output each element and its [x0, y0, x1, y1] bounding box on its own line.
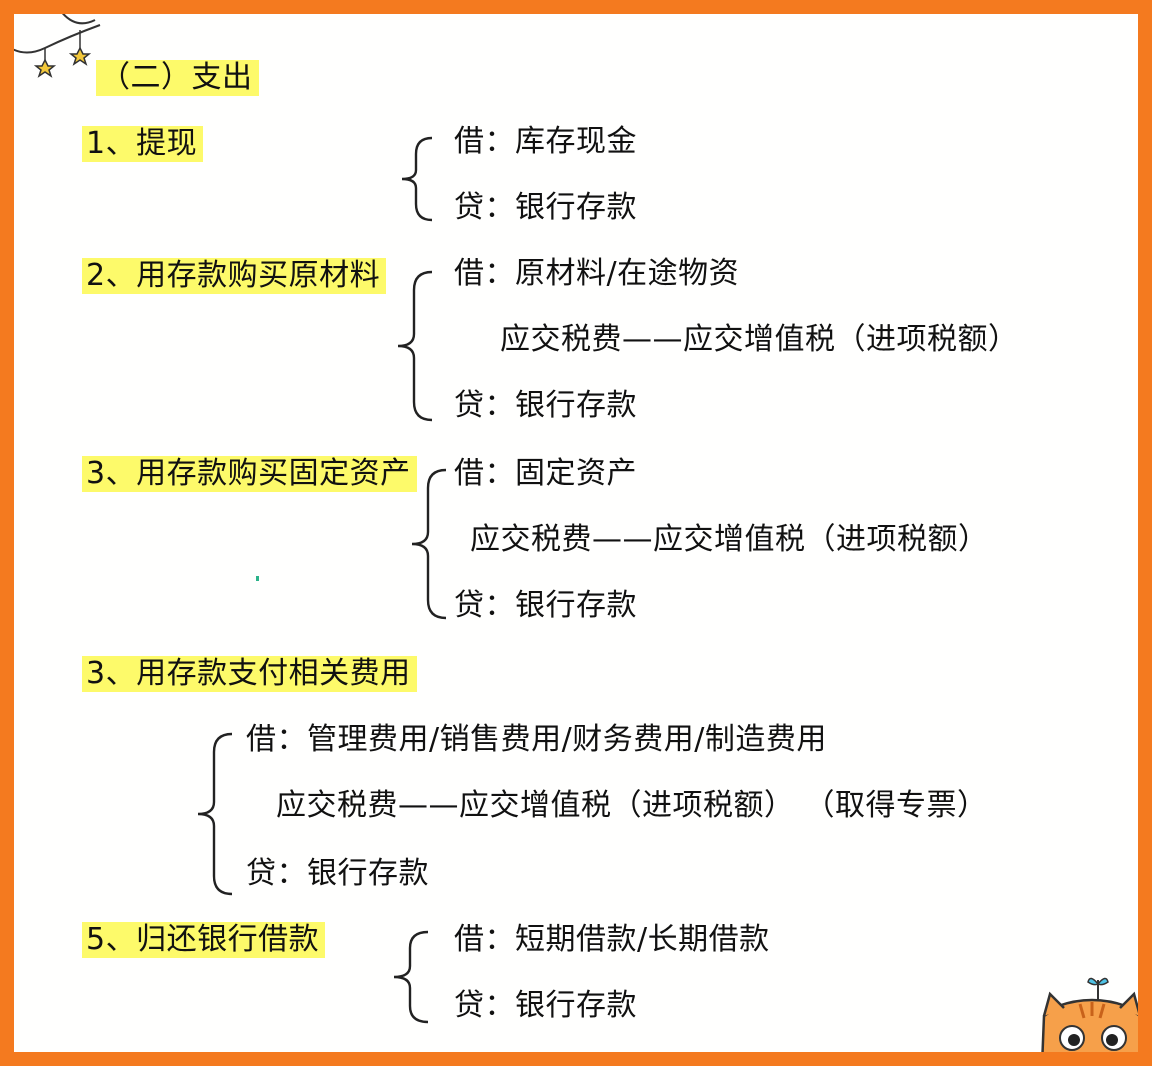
- brace-5: [393, 930, 429, 1024]
- item-heading-4: 3、用存款支付相关费用: [82, 656, 417, 692]
- item-5-line-2: 贷：银行存款: [454, 988, 637, 1023]
- brace-2: [397, 270, 433, 422]
- cat-mascot-icon: [1041, 977, 1138, 1052]
- brace-1: [401, 136, 433, 222]
- item-1-line-2: 贷：银行存款: [454, 190, 637, 225]
- star-garland-icon: [14, 14, 101, 78]
- brace-4: [197, 732, 233, 896]
- item-heading-1: 1、提现: [82, 126, 204, 162]
- brace-3: [411, 468, 447, 620]
- item-heading-2: 2、用存款购买原材料: [82, 258, 387, 294]
- item-1-line-1: 借：库存现金: [454, 124, 637, 159]
- section-title: （二）支出: [96, 60, 259, 96]
- item-3-line-3: 贷：银行存款: [454, 588, 637, 623]
- item-4-line-2: 应交税费——应交增值税（进项税额） （取得专票）: [276, 788, 988, 823]
- item-2-line-3: 贷：银行存款: [454, 388, 637, 423]
- item-heading-3: 3、用存款购买固定资产: [82, 456, 417, 492]
- item-heading-5: 5、归还银行借款: [82, 922, 326, 958]
- item-3-line-2: 应交税费——应交增值税（进项税额）: [470, 522, 989, 557]
- item-2-line-2: 应交税费——应交增值税（进项税额）: [500, 322, 1019, 357]
- item-2-line-1: 借：原材料/在途物资: [454, 256, 740, 291]
- item-4-line-1: 借：管理费用/销售费用/财务费用/制造费用: [246, 722, 827, 757]
- item-3-line-1: 借：固定资产: [454, 456, 637, 491]
- item-5-line-1: 借：短期借款/长期借款: [454, 922, 770, 957]
- item-4-line-3: 贷：银行存款: [246, 856, 429, 891]
- stray-dot: [256, 576, 259, 581]
